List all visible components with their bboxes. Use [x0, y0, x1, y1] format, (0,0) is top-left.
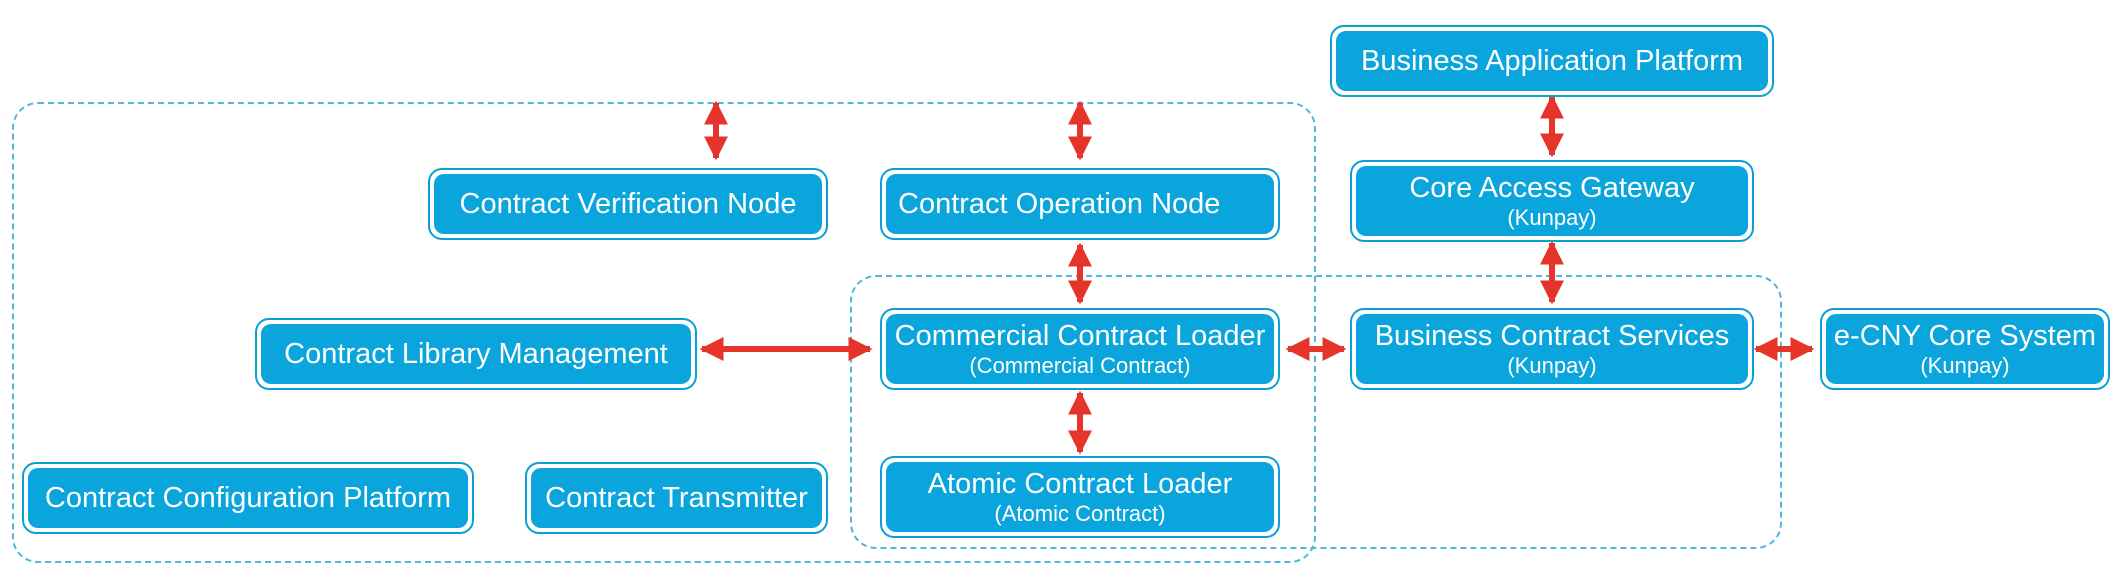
node-title: Contract Operation Node: [898, 187, 1221, 220]
node-subtitle: (Kunpay): [1507, 204, 1597, 230]
core-access-gateway-node: Core Access Gateway (Kunpay): [1350, 160, 1754, 242]
node-subtitle: (Kunpay): [1920, 352, 2010, 378]
node-title: Core Access Gateway: [1409, 171, 1695, 204]
node-title: Business Application Platform: [1360, 44, 1744, 77]
node-title: Business Contract Services: [1374, 319, 1730, 352]
node-title: Contract Verification Node: [459, 187, 797, 220]
contract-library-management-node: Contract Library Management: [255, 318, 697, 390]
contract-verification-node: Contract Verification Node: [428, 168, 828, 240]
node-title: Contract Transmitter: [545, 481, 808, 514]
node-subtitle: (Atomic Contract): [994, 500, 1166, 526]
contract-operation-node: Contract Operation Node: [880, 168, 1280, 240]
outer-group-boundary: [12, 102, 1316, 563]
node-title: Contract Library Management: [284, 337, 668, 370]
node-subtitle: (Commercial Contract): [969, 352, 1191, 378]
commercial-contract-loader-node: Commercial Contract Loader (Commercial C…: [880, 308, 1280, 390]
business-contract-services-node: Business Contract Services (Kunpay): [1350, 308, 1754, 390]
node-title: Commercial Contract Loader: [894, 319, 1266, 352]
inner-group-boundary: [850, 275, 1782, 549]
contract-transmitter-node: Contract Transmitter: [525, 462, 828, 534]
atomic-contract-loader-node: Atomic Contract Loader (Atomic Contract): [880, 456, 1280, 538]
node-subtitle: (Kunpay): [1507, 352, 1597, 378]
node-title: Atomic Contract Loader: [927, 467, 1233, 500]
business-application-platform-node: Business Application Platform: [1330, 25, 1774, 97]
node-title: e-CNY Core System: [1833, 319, 2097, 352]
contract-configuration-platform-node: Contract Configuration Platform: [22, 462, 474, 534]
ecny-core-system-node: e-CNY Core System (Kunpay): [1820, 308, 2110, 390]
node-title: Contract Configuration Platform: [44, 481, 452, 514]
